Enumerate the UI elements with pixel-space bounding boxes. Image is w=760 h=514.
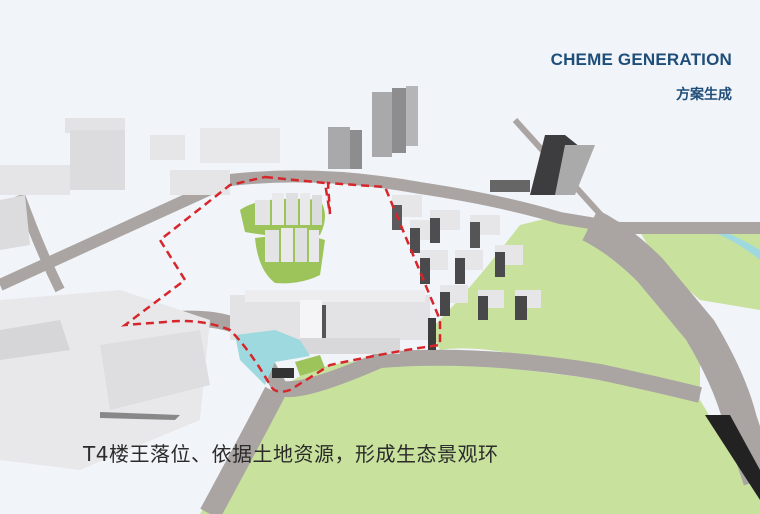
tower-group-north [255,193,322,225]
buildings-northwest [0,118,280,195]
tower-northeast-base [490,180,530,192]
buildings-southwest [0,195,210,470]
site-wall [428,318,436,350]
tower-group-south [265,228,319,262]
tunnel-ramp [705,415,760,500]
caption: T4楼王落位、依据土地资源，形成生态景观环 [83,442,499,466]
section-title-cn: 方案生成 [676,87,732,103]
pavilion [272,368,294,378]
section-title-en: CHEME GENERATION [550,50,732,69]
towers-north [328,86,418,169]
green-park-south [200,360,760,514]
road-north [0,170,760,291]
water-feature [235,330,310,385]
road-east [582,209,760,486]
river [712,232,760,260]
green-strip-northeast [640,232,760,310]
tower-northeast-face [555,145,595,195]
site-boundary [120,175,442,393]
residential-blocks-east [392,195,541,320]
road-southwest [200,386,285,514]
lawn-strip [295,355,325,376]
